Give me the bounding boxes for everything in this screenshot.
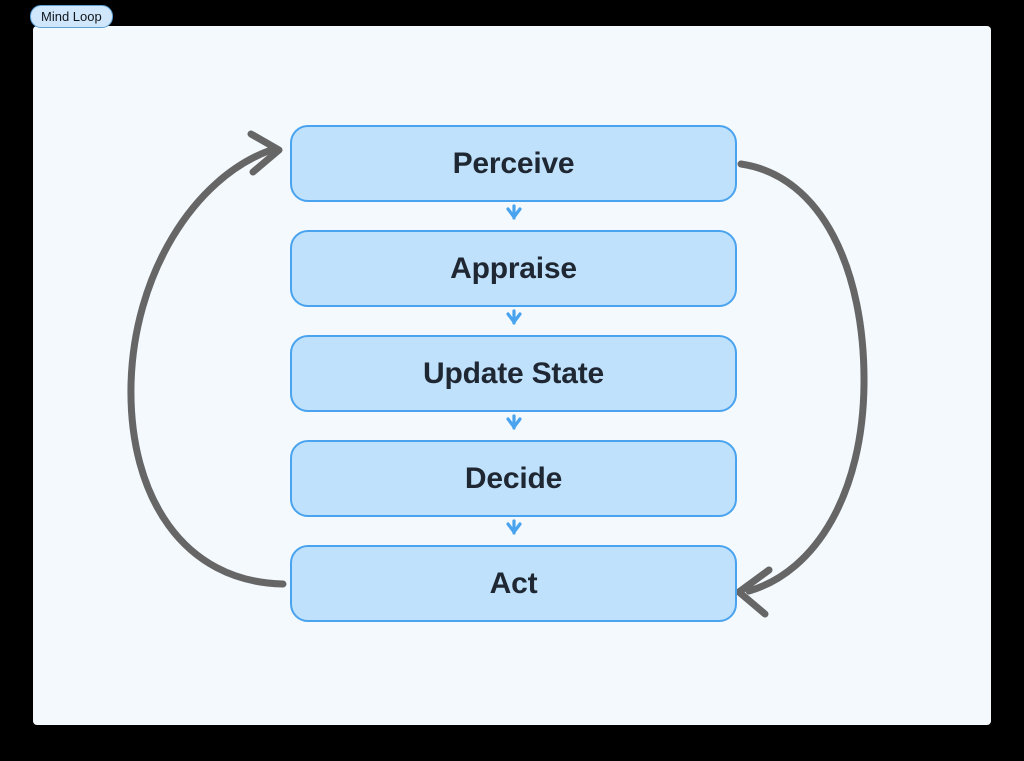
arrow-down-icon	[500, 410, 528, 438]
edge-act-to-perceive	[127, 130, 287, 588]
arrow-down-icon	[500, 305, 528, 333]
node-update-state[interactable]: Update State	[290, 335, 737, 430]
node-decide[interactable]: Decide	[290, 440, 737, 535]
node-label: Update State	[423, 356, 604, 390]
diagram-canvas[interactable]: Perceive Appraise Upda	[33, 26, 991, 725]
loop-edges-layer	[127, 130, 868, 618]
arrow-down-icon	[500, 515, 528, 543]
node-act[interactable]: Act	[290, 545, 737, 622]
node-column: Perceive Appraise Upda	[290, 125, 737, 622]
edge-perceive-to-act	[735, 160, 868, 618]
node-appraise[interactable]: Appraise	[290, 230, 737, 325]
node-label: Decide	[464, 461, 563, 495]
node-label: Perceive	[452, 146, 575, 180]
node-perceive[interactable]: Perceive	[290, 125, 737, 220]
node-label: Act	[489, 566, 538, 600]
node-label: Appraise	[450, 251, 577, 285]
tab-mind-loop[interactable]: Mind Loop	[30, 5, 113, 28]
tab-label: Mind Loop	[41, 9, 102, 24]
arrow-down-icon	[500, 200, 528, 228]
